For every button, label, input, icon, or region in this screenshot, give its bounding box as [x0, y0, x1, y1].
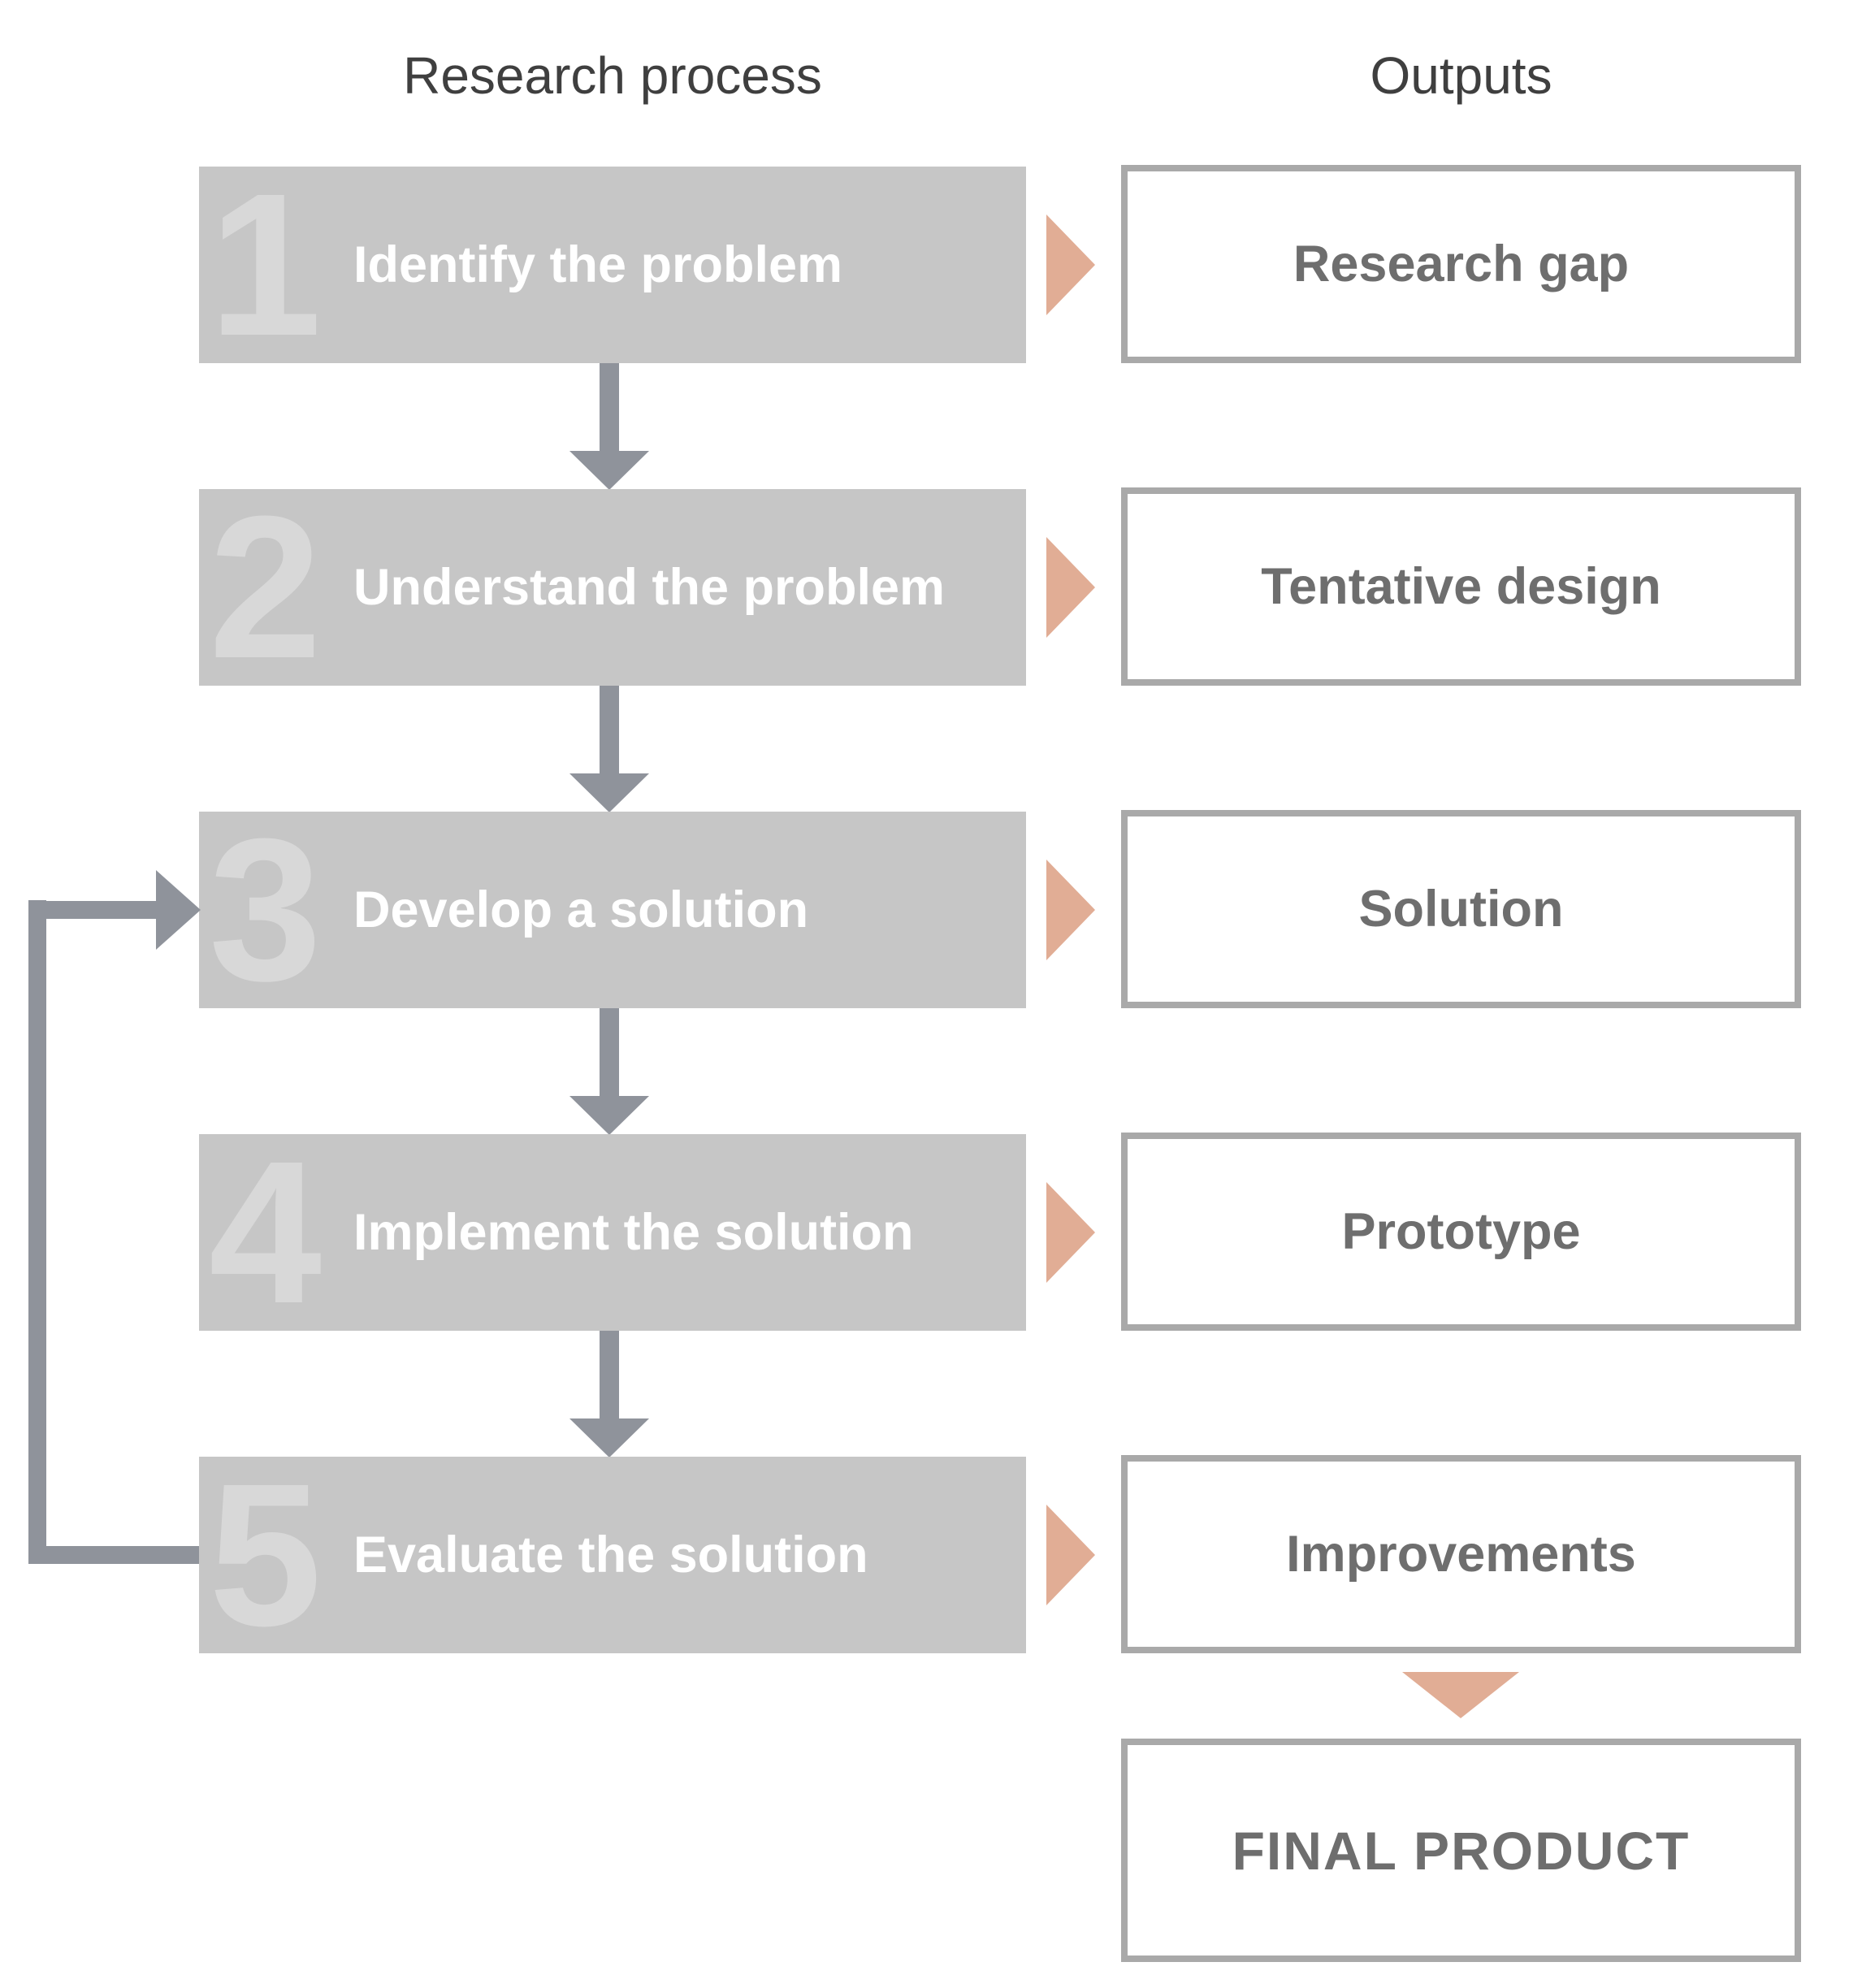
arrow-head — [569, 451, 649, 490]
feedback-loop-vertical-line — [28, 900, 46, 1564]
feedback-loop-top-line — [28, 901, 156, 919]
output-arrow-right-icon — [1046, 1505, 1095, 1605]
arrow-head — [569, 1418, 649, 1457]
output-box-prototype: Prototype — [1121, 1133, 1801, 1331]
feedback-loop-bottom-line — [28, 1546, 199, 1564]
feedback-arrow-right-icon — [156, 870, 201, 950]
output-arrow-right-icon — [1046, 537, 1095, 638]
step-number: 3 — [209, 796, 323, 1023]
output-arrow-right-icon — [1046, 860, 1095, 960]
final-arrow-down-icon — [1402, 1672, 1519, 1718]
output-box-solution: Solution — [1121, 810, 1801, 1008]
step-number: 4 — [209, 1119, 323, 1345]
arrow-shaft — [600, 686, 619, 775]
process-step-1: 1 Identify the problem — [199, 163, 1026, 366]
step-label: Develop a solution — [353, 881, 809, 938]
output-label: Tentative design — [1261, 558, 1661, 615]
output-box-improvements: Improvements — [1121, 1455, 1801, 1653]
arrow-head — [569, 773, 649, 812]
output-arrow-right-icon — [1046, 214, 1095, 315]
output-label: Solution — [1358, 881, 1564, 938]
process-step-5: 5 Evaluate the solution — [199, 1453, 1026, 1657]
outputs-column-header: Outputs — [1370, 46, 1552, 105]
output-box-tentative-design: Tentative design — [1121, 487, 1801, 686]
step-label: Understand the problem — [353, 559, 946, 616]
output-box-research-gap: Research gap — [1121, 165, 1801, 363]
step-number: 2 — [209, 474, 323, 700]
arrow-shaft — [600, 1008, 619, 1098]
process-step-3: 3 Develop a solution — [199, 808, 1026, 1011]
arrow-head — [569, 1096, 649, 1135]
output-label: Improvements — [1286, 1526, 1636, 1583]
process-step-4: 4 Implement the solution — [199, 1119, 1026, 1345]
step-label: Implement the solution — [353, 1204, 914, 1261]
process-step-2: 2 Understand the problem — [199, 474, 1026, 700]
arrow-shaft — [600, 363, 619, 453]
step-number: 5 — [209, 1441, 323, 1668]
output-label: Research gap — [1293, 236, 1630, 292]
step-label: Identify the problem — [353, 236, 843, 293]
process-column-header: Research process — [403, 46, 822, 105]
final-product-box: FINAL PRODUCT — [1121, 1739, 1801, 1962]
final-product-label: FINAL PRODUCT — [1232, 1820, 1691, 1881]
step-label: Evaluate the solution — [353, 1527, 868, 1583]
output-label: Prototype — [1341, 1203, 1581, 1260]
output-arrow-right-icon — [1046, 1182, 1095, 1283]
step-number: 1 — [209, 151, 323, 378]
arrow-shaft — [600, 1331, 619, 1420]
